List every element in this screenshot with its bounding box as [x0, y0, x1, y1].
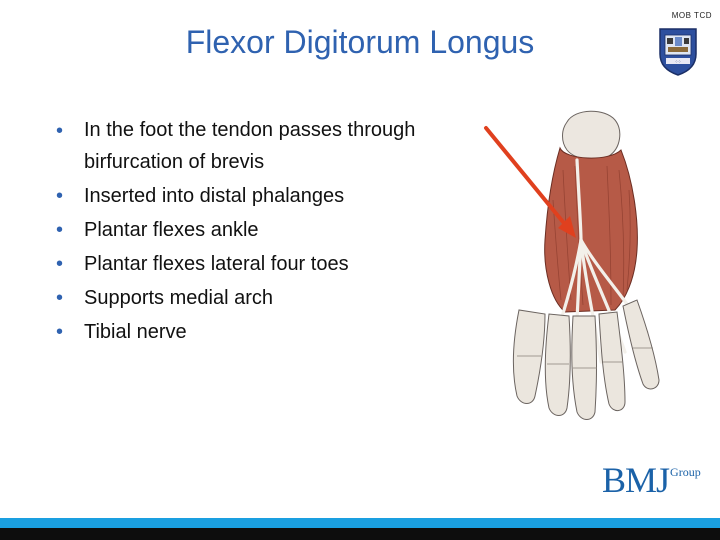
bullet-item: • In the foot the tendon passes through … [56, 114, 496, 179]
bullet-text: Plantar flexes lateral four toes [84, 253, 349, 275]
bullet-text: In the foot the tendon passes through bi… [84, 119, 416, 173]
bullet-dot: • [56, 287, 64, 309]
bullet-dot: • [56, 120, 64, 142]
footer-bar-light [0, 518, 720, 528]
bullet-text: Tibial nerve [84, 321, 187, 343]
bullet-text: Inserted into distal phalanges [84, 185, 345, 207]
bullet-item: • Plantar flexes ankle [56, 213, 496, 247]
bullet-list: • In the foot the tendon passes through … [56, 114, 496, 349]
bullet-dot: • [56, 219, 64, 241]
bullet-item: • Supports medial arch [56, 281, 496, 315]
footer-bar-dark [0, 528, 720, 540]
bullet-item: • Tibial nerve [56, 315, 496, 349]
bullet-dot: • [56, 253, 64, 275]
bullet-text: Supports medial arch [84, 287, 273, 309]
bmj-group-logo: BMJ Group [602, 462, 701, 498]
bullet-item: • Plantar flexes lateral four toes [56, 247, 496, 281]
header-tag: MOB TCD [671, 11, 712, 20]
logo-sub-text: Group [670, 465, 701, 479]
bullet-item: • Inserted into distal phalanges [56, 179, 496, 213]
logo-main-text: BMJ [602, 460, 670, 500]
slide-title: Flexor Digitorum Longus [185, 24, 535, 60]
svg-text:⁘⁘: ⁘⁘ [675, 59, 682, 64]
university-crest-icon: ⁘⁘ [659, 28, 697, 76]
bullet-text: Plantar flexes ankle [84, 219, 259, 241]
bullet-dot: • [56, 185, 64, 207]
bullet-dot: • [56, 321, 64, 343]
foot-anatomy-illustration [512, 110, 660, 420]
